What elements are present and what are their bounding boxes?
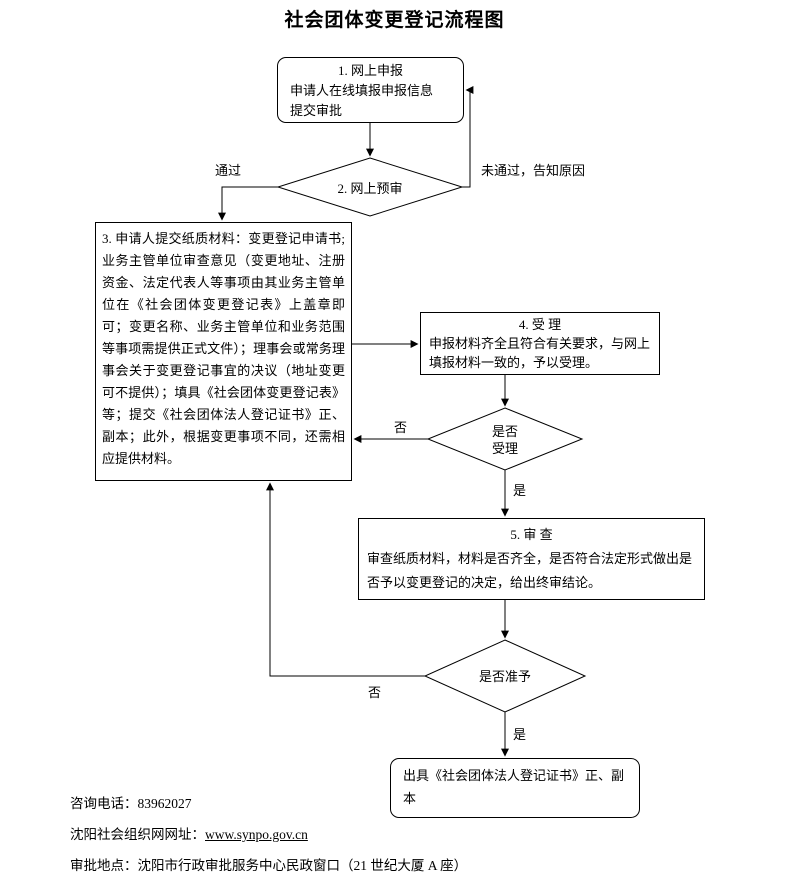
edge-label-accept-yes: 是: [511, 480, 529, 499]
node-step5-review: 5. 审 查 审查纸质材料，材料是否齐全，是否符合法定形式做出是否予以变更登记的…: [358, 518, 705, 600]
edge-label-pass: 通过: [202, 160, 254, 179]
decision-approve-shape: [423, 639, 587, 713]
node-step3-paper-materials: 3. 申请人提交纸质材料：变更登记申请书;业务主管单位审查意见（变更地址、注册资…: [95, 222, 352, 481]
node-step4-acceptance: 4. 受 理 申报材料齐全且符合有关要求，与网上填报材料一致的，予以受理。: [420, 312, 660, 375]
decision-accept-line2: 受理: [491, 441, 518, 456]
page-title: 社会团体变更登记流程图: [284, 10, 505, 31]
footer-website-label: 沈阳社会组织网网址：: [70, 827, 205, 842]
node-final-certificate: 出具《社会团体法人登记证书》正、副本: [390, 758, 640, 818]
footer-website-url[interactable]: www.synpo.gov.cn: [205, 827, 308, 842]
edge-label-approve-no: 否: [366, 682, 384, 701]
step1-line1: 申请人在线填报申报信息: [290, 83, 434, 98]
final-text: 出具《社会团体法人登记证书》正、副本: [403, 768, 625, 806]
step1-line2: 提交审批: [290, 103, 343, 118]
decision-accept-label: 是否 受理: [455, 423, 555, 457]
edge-label-fail: 未通过，告知原因: [479, 160, 588, 179]
step5-title: 5. 审 查: [510, 527, 553, 542]
step1-title: 1. 网上申报: [337, 63, 403, 78]
footer-location: 审批地点：沈阳市行政审批服务中心民政窗口（21 世纪大厦 A 座）: [70, 858, 468, 873]
decision-precheck-label: 2. 网上预审: [337, 181, 403, 196]
decision-approve-label: 是否准予: [478, 669, 531, 684]
edge-label-approve-yes: 是: [511, 724, 529, 743]
edge-label-accept-no: 否: [392, 417, 410, 436]
node-step1-online-declare: 1. 网上申报 申请人在线填报申报信息 提交审批: [277, 57, 464, 123]
step4-title: 4. 受 理: [518, 317, 562, 332]
footer-website: 沈阳社会组织网网址：www.synpo.gov.cn: [70, 823, 308, 843]
decision-accept-shape: [426, 407, 584, 471]
footer-phone: 咨询电话：83962027: [70, 796, 192, 811]
arrow-precheck-pass-to-step3: [218, 186, 278, 221]
step5-body: 审查纸质材料，材料是否齐全，是否符合法定形式做出是否予以变更登记的决定，给出终审…: [367, 551, 693, 590]
arrow-approve-no-to-step3: [266, 482, 425, 677]
step4-body: 申报材料齐全且符合有关要求，与网上填报材料一致的，予以受理。: [429, 336, 651, 370]
step3-text: 3. 申请人提交纸质材料：变更登记申请书;业务主管单位审查意见（变更地址、注册资…: [102, 231, 345, 466]
arrow-precheck-fail-to-step1: [462, 86, 474, 188]
decision-accept-line1: 是否: [491, 424, 518, 439]
decision-precheck-shape: [276, 157, 464, 217]
